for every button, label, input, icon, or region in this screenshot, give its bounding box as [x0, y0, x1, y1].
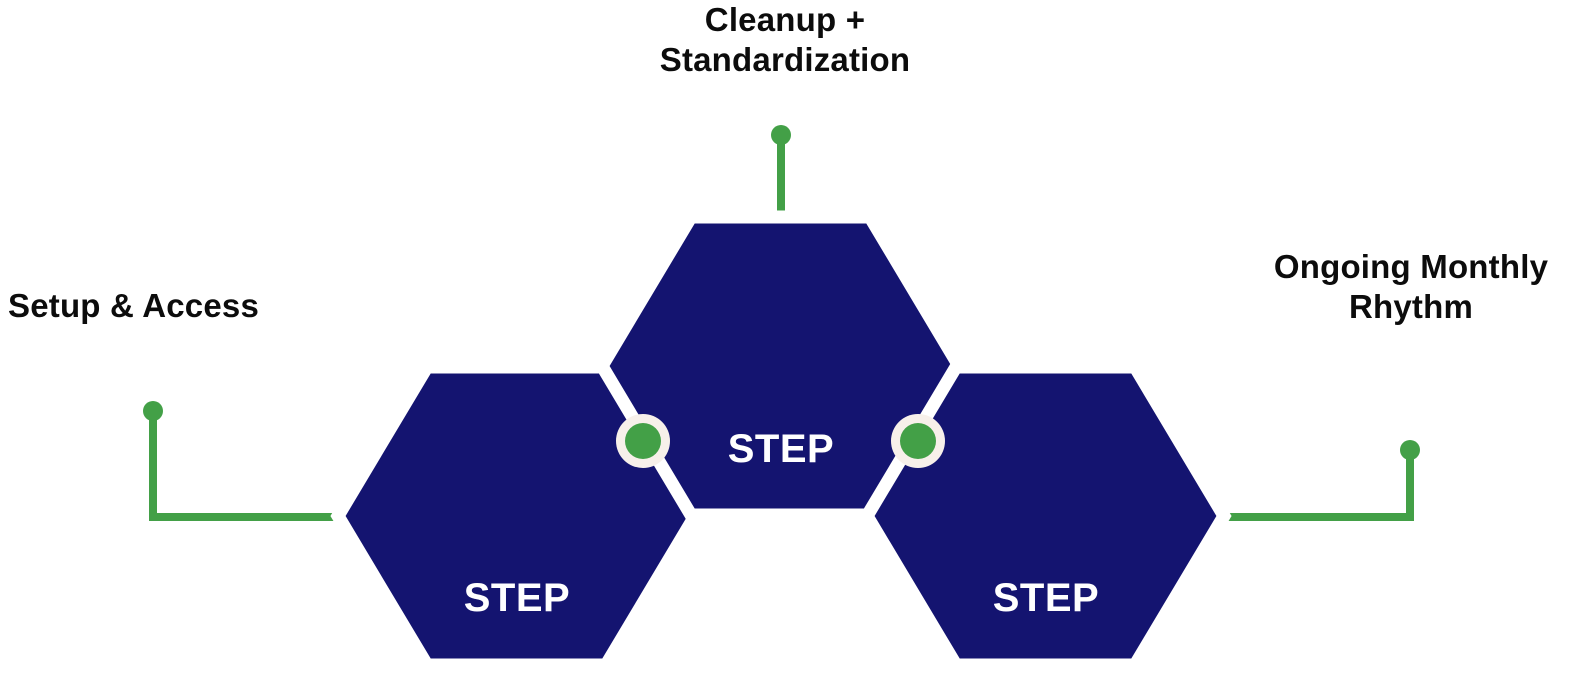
junction-node-2-3[interactable]: [891, 414, 945, 468]
connector-left-path: [149, 411, 360, 521]
junction-node-2-3-dot: [900, 423, 936, 459]
connector-right-path: [1205, 450, 1414, 521]
junction-node-1-2-dot: [625, 423, 661, 459]
label-setup-access: Setup & Access: [8, 287, 260, 324]
connector-right-endpoint-dot: [1400, 440, 1420, 460]
connector-left-endpoint-dot: [143, 401, 163, 421]
junction-node-1-2[interactable]: [616, 414, 670, 468]
connector-right: [1205, 440, 1420, 521]
connector-top-endpoint-dot: [771, 125, 791, 145]
hexagon-step-3[interactable]: [859, 360, 1232, 672]
label-ongoing-monthly-rhythm: Ongoing Monthly Rhythm: [1273, 248, 1549, 326]
connector-left: [143, 401, 360, 521]
label-cleanup-standardization: Cleanup + Standardization: [659, 1, 911, 79]
